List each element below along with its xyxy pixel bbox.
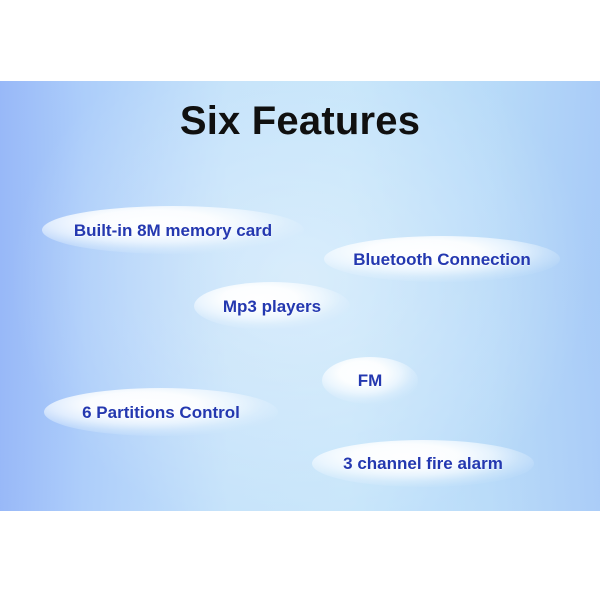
feature-label: FM [357, 371, 383, 390]
feature-label: Bluetooth Connection [353, 249, 531, 269]
feature-label: 6 Partitions Control [82, 402, 240, 422]
feature-label: 3 channel fire alarm [343, 454, 503, 473]
feature-bubble-fm[interactable]: FM [322, 357, 418, 404]
feature-bubble-partitions[interactable]: 6 Partitions Control [44, 388, 278, 436]
feature-bubble-memory[interactable]: Built-in 8M memory card [42, 206, 304, 254]
feature-bubble-fire-alarm[interactable]: 3 channel fire alarm [312, 440, 534, 487]
slide-title: Six Features [179, 99, 421, 143]
feature-label: Mp3 players [222, 296, 322, 316]
feature-bubble-bluetooth[interactable]: Bluetooth Connection [324, 236, 560, 282]
feature-bubble-mp3[interactable]: Mp3 players [194, 282, 350, 330]
feature-label: Built-in 8M memory card [73, 220, 273, 240]
